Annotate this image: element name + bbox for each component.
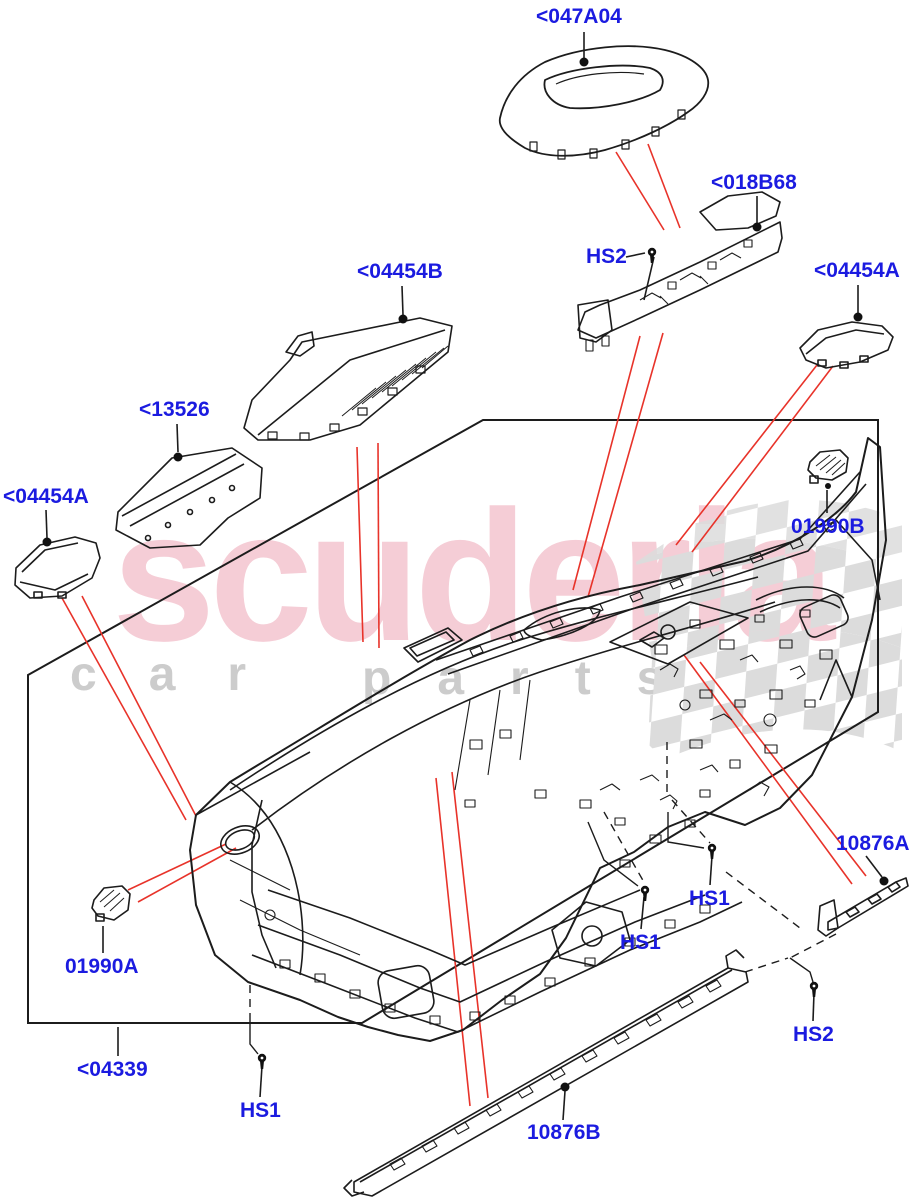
part-01990A-vent-grille[interactable]: [91, 885, 131, 922]
screw-hs1-center: [640, 885, 650, 901]
mounting-dashed-lines: [249, 742, 837, 1014]
screw-hs1-right: [707, 843, 717, 859]
mounting-solid-elbows: [249, 812, 814, 1055]
part-10876A-finisher[interactable]: [817, 877, 909, 937]
part-label-HS1-center[interactable]: HS1: [620, 931, 661, 954]
part-label-10876A[interactable]: 10876A: [836, 832, 910, 855]
part-label-13526[interactable]: <13526: [139, 398, 210, 421]
leader-dots: [42, 57, 889, 1092]
screw-hs2-bottom: [809, 981, 819, 997]
label-leader-lines: [45, 32, 883, 1121]
part-label-04454A-right[interactable]: <04454A: [814, 259, 900, 282]
checkered-flag: [636, 499, 902, 760]
part-04454A-left-end-panel[interactable]: [14, 536, 101, 599]
part-label-01990A[interactable]: 01990A: [65, 955, 139, 978]
assembly-box-outline: [27, 419, 879, 1024]
part-018B68-cowl-bracket[interactable]: [577, 191, 783, 352]
part-047A04-speaker-panel[interactable]: [498, 45, 710, 160]
part-label-018B68[interactable]: <018B68: [711, 171, 797, 194]
part-label-04454B[interactable]: <04454B: [357, 260, 443, 283]
part-13526-closing-panel[interactable]: [115, 447, 263, 549]
watermark-sub-left: car: [70, 648, 298, 701]
watermark-sub-right: parts: [362, 652, 709, 705]
part-04454A-right-end-panel[interactable]: [799, 321, 894, 369]
part-label-04339[interactable]: <04339: [77, 1058, 148, 1081]
part-10876B-finisher-rail[interactable]: [343, 949, 749, 1197]
part-label-04454A-left[interactable]: <04454A: [3, 485, 89, 508]
screw-hs2-top: [647, 247, 657, 263]
part-label-047A04[interactable]: <047A04: [536, 5, 622, 28]
part-01990B-vent-grille[interactable]: [807, 449, 849, 484]
part-04454B-vent-panel[interactable]: [243, 317, 453, 441]
part-label-01990B[interactable]: 01990B: [791, 515, 865, 538]
part-04339-instrument-panel[interactable]: [189, 437, 887, 1042]
part-label-10876B[interactable]: 10876B: [527, 1121, 601, 1144]
part-label-HS2-top[interactable]: HS2: [586, 245, 627, 268]
screw-hs1-bottom: [257, 1053, 267, 1069]
watermark: scuderia car parts: [70, 473, 902, 760]
part-label-HS2-bottom[interactable]: HS2: [793, 1023, 834, 1046]
part-label-HS1-right[interactable]: HS1: [689, 887, 730, 910]
part-label-HS1-bottom[interactable]: HS1: [240, 1099, 281, 1122]
